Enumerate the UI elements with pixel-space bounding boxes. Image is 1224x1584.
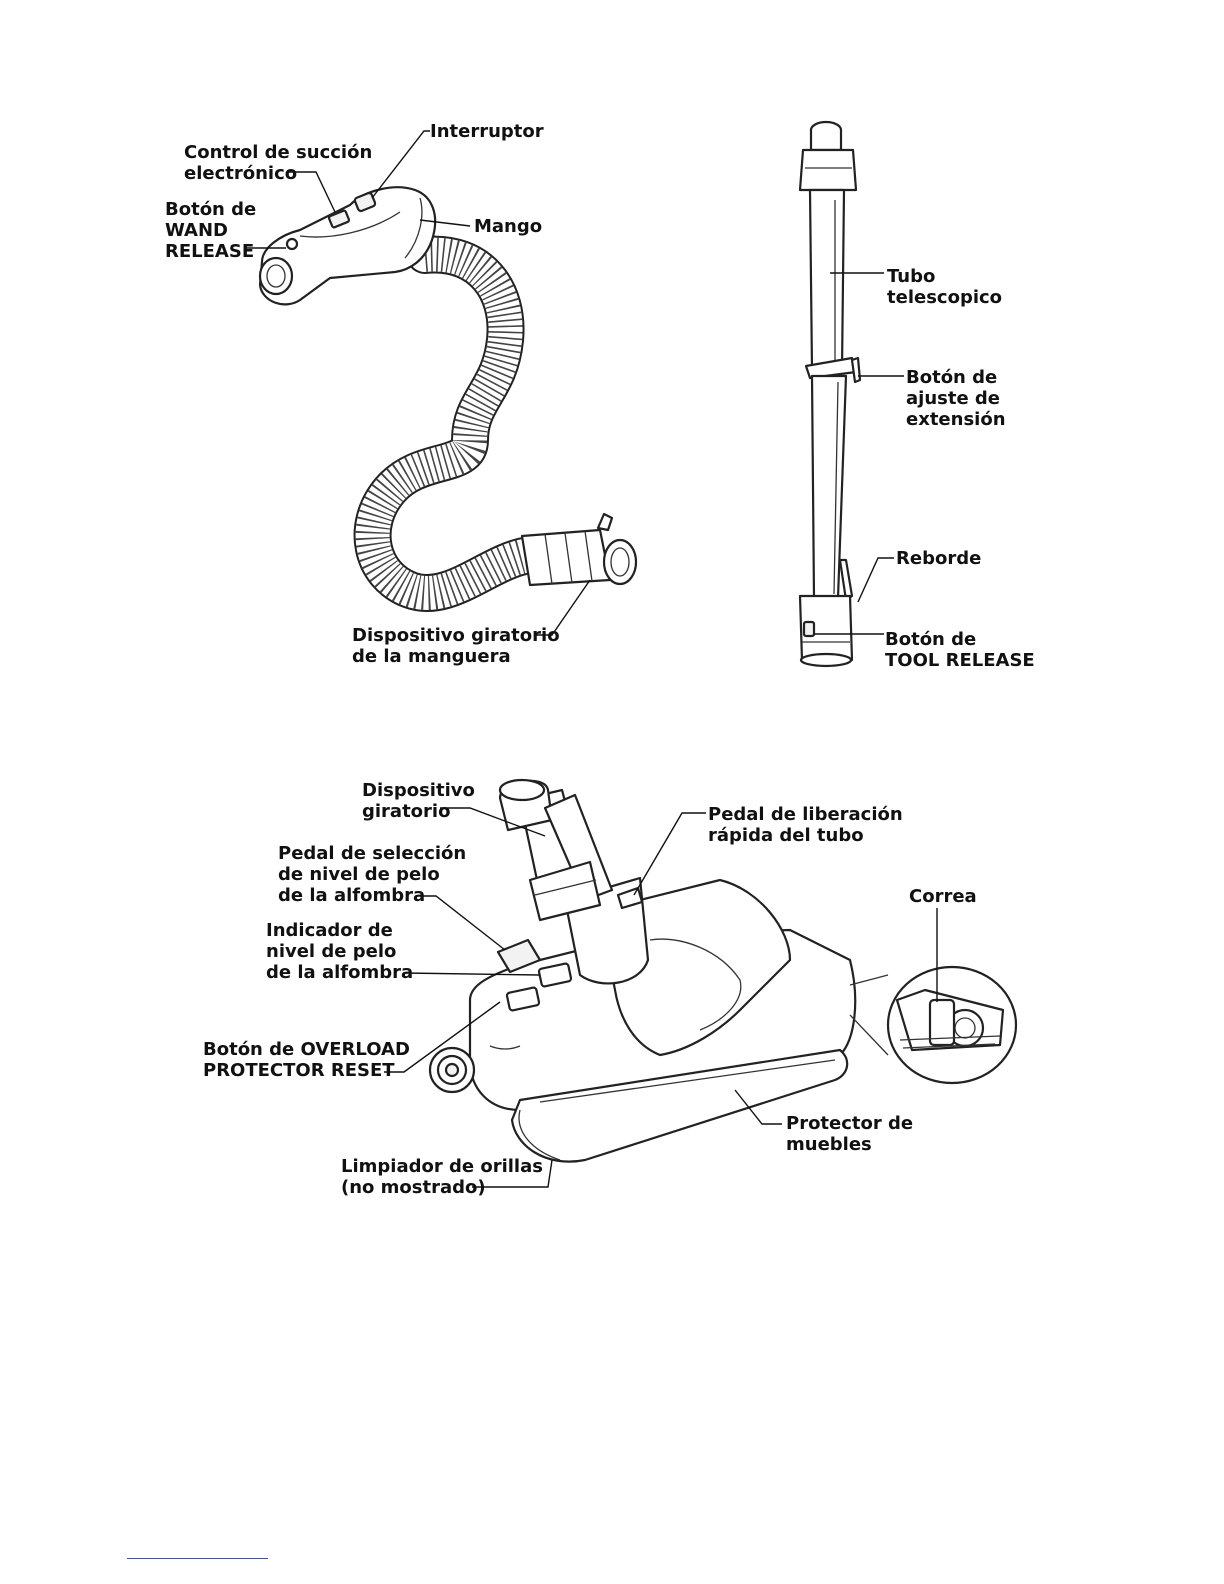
hose-illustration: [258, 186, 638, 612]
label-dispositivo-giratorio: Dispositivo giratorio: [362, 780, 475, 822]
label-control-succion: Control de succión electrónico: [184, 142, 373, 184]
label-indicador-nivel: Indicador de nivel de pelo de la alfombr…: [266, 920, 414, 983]
label-interruptor: Interruptor: [430, 121, 544, 142]
label-reborde: Reborde: [896, 548, 982, 569]
label-correa: Correa: [909, 886, 977, 907]
label-boton-tool-release: Botón de TOOL RELEASE: [885, 629, 1035, 671]
powerhead-illustration: [428, 778, 1018, 1163]
label-boton-overload: Botón de OVERLOAD PROTECTOR RESET: [203, 1039, 410, 1081]
label-tubo-telescopico: Tubo telescopico: [887, 266, 1003, 308]
label-boton-ajuste-extension: Botón de ajuste de extensión: [906, 367, 1006, 430]
label-mango: Mango: [474, 216, 543, 237]
label-pedal-seleccion: Pedal de selección de nivel de pelo de l…: [278, 843, 467, 906]
label-dispositivo-giratorio-manguera: Dispositivo giratorio de la manguera: [352, 625, 560, 667]
footer-rule: [127, 1558, 268, 1559]
label-limpiador-orillas: Limpiador de orillas (no mostrado): [341, 1156, 543, 1198]
label-protector-muebles: Protector de muebles: [786, 1113, 914, 1155]
label-pedal-liberacion: Pedal de liberación rápida del tubo: [708, 804, 903, 846]
wand-illustration: [798, 120, 862, 668]
label-boton-wand-release: Botón de WAND RELEASE: [165, 199, 257, 262]
